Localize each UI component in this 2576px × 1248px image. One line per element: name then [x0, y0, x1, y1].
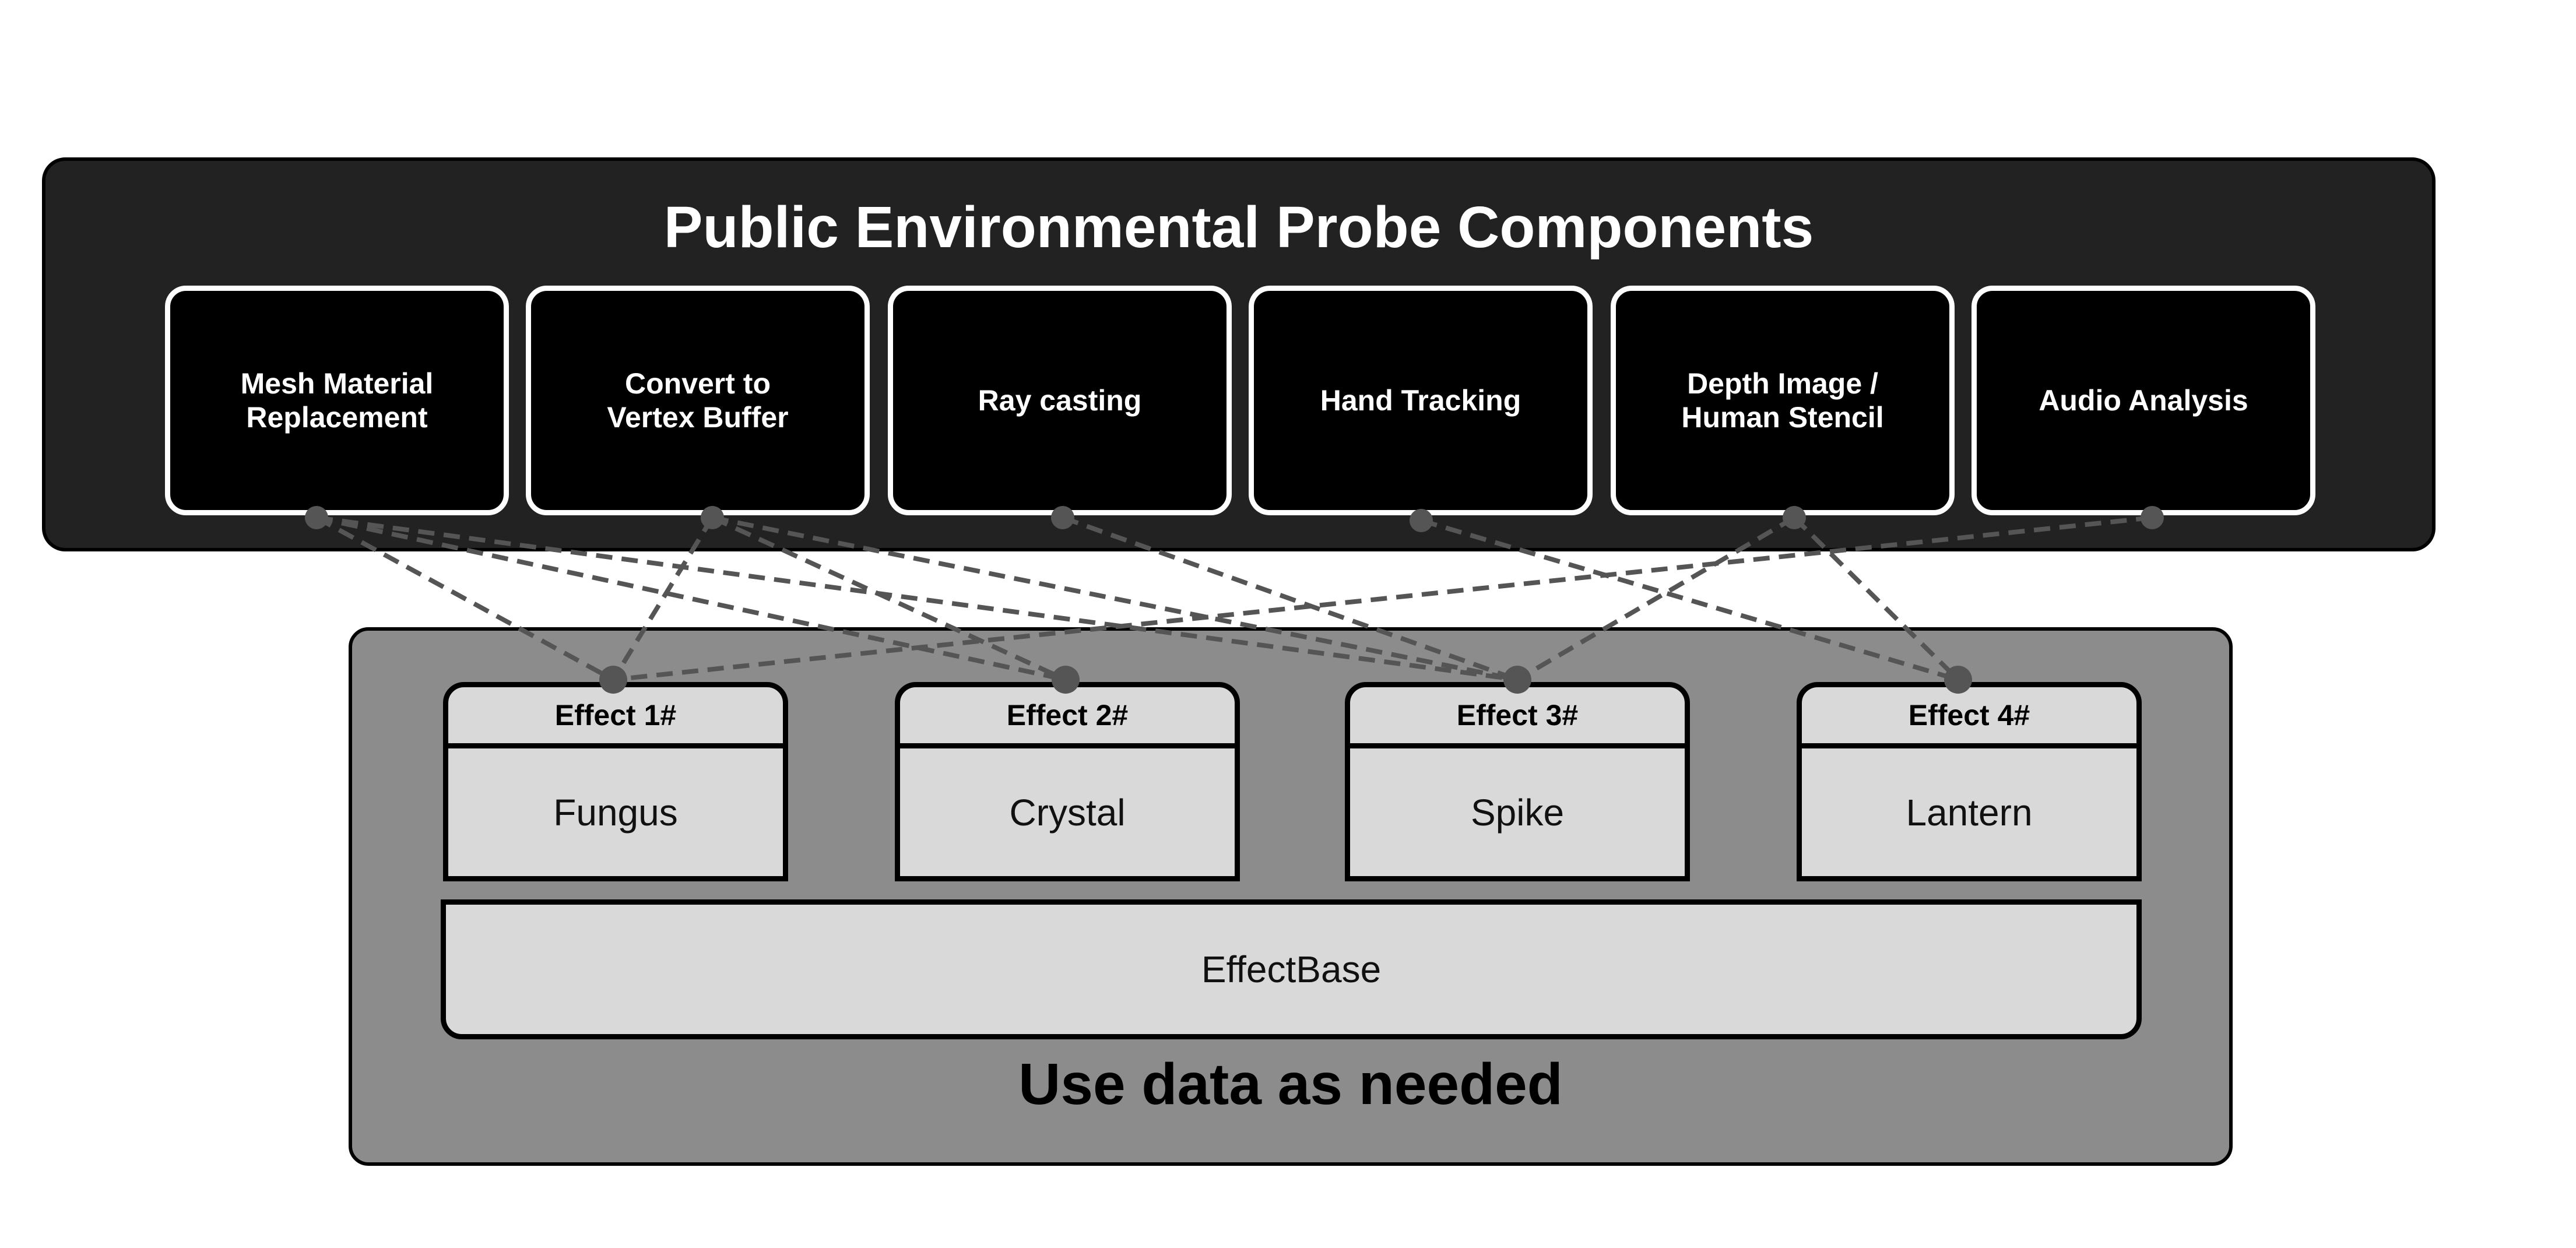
effect-name: Spike [1470, 791, 1565, 834]
probe-label: Mesh Material Replacement [240, 367, 434, 434]
probe-ray-casting: Ray casting [888, 286, 1232, 515]
probe-label: Depth Image / Human Stencil [1681, 367, 1884, 434]
effect-name: Lantern [1906, 791, 2033, 834]
effect-name: Crystal [1009, 791, 1126, 834]
probe-audio-analysis: Audio Analysis [1971, 286, 2315, 515]
effect-card-2: Effect 2# Crystal [895, 682, 1240, 881]
probe-mesh-material-replacement: Mesh Material Replacement [165, 286, 509, 515]
effect-header: Effect 3# [1350, 687, 1685, 748]
probe-hand-tracking: Hand Tracking [1249, 286, 1593, 515]
effect-header: Effect 1# [448, 687, 783, 748]
effect-name: Fungus [553, 791, 678, 834]
probe-convert-to-vertex-buffer: Convert to Vertex Buffer [526, 286, 870, 515]
probe-depth-image-human-stencil: Depth Image / Human Stencil [1611, 286, 1955, 515]
panel-footer: Use data as needed [1018, 1052, 1563, 1117]
probe-label: Convert to Vertex Buffer [607, 367, 789, 434]
effect-card-1: Effect 1# Fungus [443, 682, 788, 881]
probe-label: Hand Tracking [1320, 384, 1521, 417]
effect-card-4: Effect 4# Lantern [1797, 682, 2142, 881]
effect-header: Effect 4# [1802, 687, 2136, 748]
probe-label: Ray casting [978, 384, 1142, 417]
effect-card-3: Effect 3# Spike [1345, 682, 1690, 881]
effect-base: EffectBase [441, 899, 2142, 1039]
effect-header: Effect 2# [900, 687, 1235, 748]
probe-label: Audio Analysis [2039, 384, 2248, 417]
panel-title: Public Environmental Probe Components [663, 195, 1814, 260]
